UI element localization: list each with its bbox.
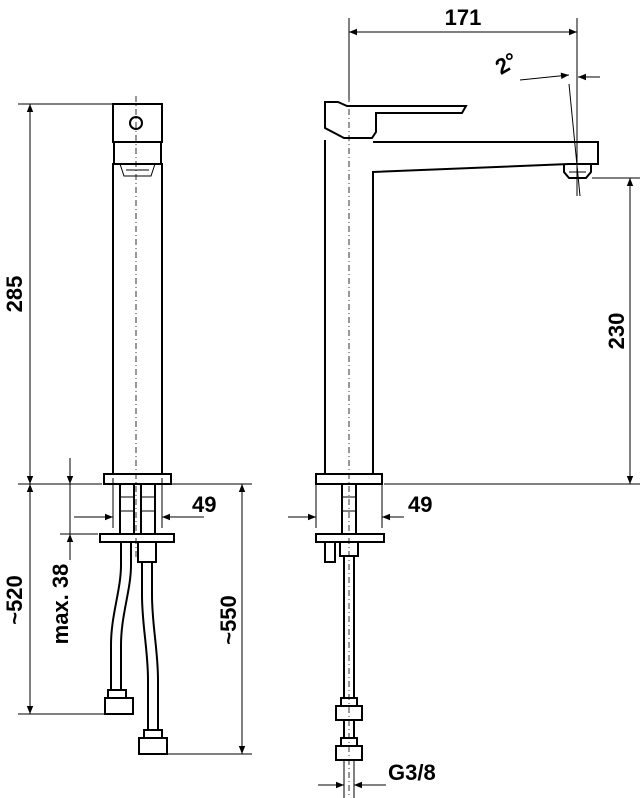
mounting-plate-front xyxy=(99,533,175,543)
dim-projection: 171 xyxy=(445,5,482,30)
base-front xyxy=(103,473,172,485)
dim-hose-length-left: ~520 xyxy=(2,575,27,625)
hose-left xyxy=(110,542,122,690)
dim-max-mounting: max. 38 xyxy=(48,564,73,645)
dim-overall-height: 285 xyxy=(2,276,27,313)
body-side xyxy=(324,140,599,475)
hose-nut-side xyxy=(335,745,363,761)
mounting-plate-side xyxy=(315,533,385,543)
hose-nut-left xyxy=(104,697,134,715)
aerator-front xyxy=(113,141,162,165)
dim-spout-angle: 2° xyxy=(491,47,522,79)
front-view: 285 ~520 max. 38 49 ~550 xyxy=(2,96,252,755)
dim-spout-height: 230 xyxy=(604,313,629,350)
lever-handle xyxy=(324,101,468,139)
body-front xyxy=(112,163,163,475)
dim-thread: G3/8 xyxy=(388,760,436,785)
handle-front xyxy=(112,103,163,143)
hose-right xyxy=(141,562,149,730)
handle-indicator xyxy=(129,116,143,130)
dim-base-width-side: 49 xyxy=(408,492,432,517)
side-view: 171 2° 230 49 G3/8 xyxy=(288,5,640,798)
dim-base-width-front: 49 xyxy=(192,492,216,517)
hose-nut-right xyxy=(138,737,168,755)
dim-hose-length-right: ~550 xyxy=(216,595,241,645)
